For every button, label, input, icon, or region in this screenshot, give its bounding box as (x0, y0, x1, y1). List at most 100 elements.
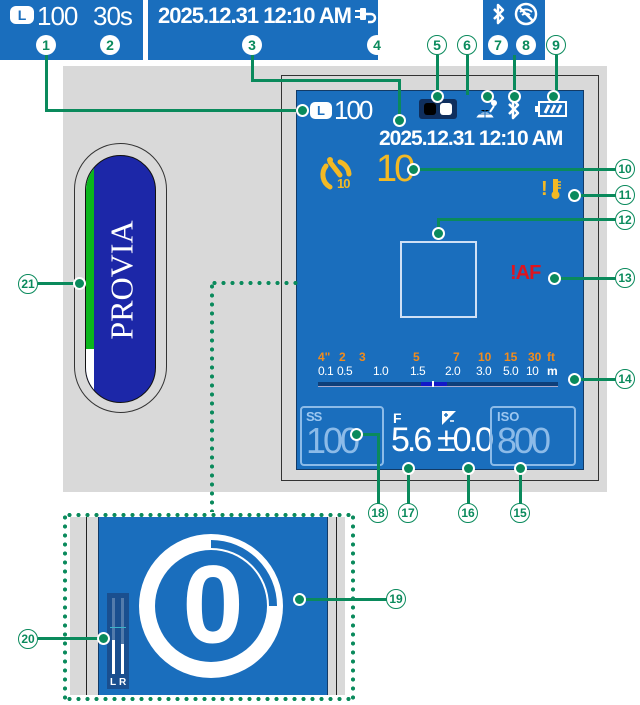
callout-21: 21 (18, 274, 38, 294)
leader-11-dot (568, 189, 581, 202)
ft-mark: 2 (339, 350, 346, 364)
leader-9 (555, 55, 558, 95)
leader-19 (298, 598, 388, 601)
countdown-ring (139, 534, 283, 678)
leader-16 (467, 466, 470, 504)
top-strip-panel-2 (148, 0, 378, 60)
ft-mark: 30 (528, 350, 542, 364)
leader-21 (38, 282, 78, 285)
temperature-warning-text: ! (541, 178, 548, 200)
ft-mark: 10 (478, 350, 492, 364)
audio-label-l: L (110, 677, 117, 688)
leader-18h (355, 433, 379, 436)
leader-20-dot (97, 632, 110, 645)
m-mark: 0.1 (318, 364, 334, 378)
callout-19: 19 (386, 589, 406, 609)
countdown-progress-arc (211, 540, 277, 606)
callout-3: 3 (242, 35, 262, 55)
leader-21-dot (73, 277, 86, 290)
m-mark: 2.0 (445, 364, 461, 378)
leader-12v (437, 218, 440, 232)
leader-20 (38, 637, 103, 640)
leader-3v (398, 79, 401, 119)
leader-12 (437, 218, 617, 221)
m-mark: 10 (526, 364, 539, 378)
leader-3h (251, 79, 401, 82)
m-mark: 1.0 (373, 364, 389, 378)
distance-scale-ft: 4" 2 3 5 7 10 15 30 ft (318, 350, 568, 364)
leader-15 (519, 466, 522, 504)
iso-box[interactable] (490, 406, 576, 466)
m-mark: 1.5 (410, 364, 426, 378)
leader-19-dot (293, 593, 306, 606)
ft-mark: 3 (359, 350, 366, 364)
image-size-value: 100 (37, 1, 78, 31)
bluetooth-icon-top (493, 3, 505, 25)
callout-16: 16 (458, 503, 478, 523)
leader-13 (553, 277, 616, 280)
film-sim-level-fill (86, 156, 94, 350)
callout-1: 1 (36, 35, 56, 55)
leader-10-dot (407, 163, 420, 176)
callout-15: 15 (510, 503, 530, 523)
callout-5: 5 (427, 35, 447, 55)
self-timer-badge: 10 (337, 176, 351, 191)
remaining-time: 30s (93, 1, 133, 31)
af-warning: !AF (510, 262, 541, 284)
lcd-datetime: 2025.12.31 12:10 AM (379, 127, 563, 150)
shutter-speed-box[interactable] (300, 406, 384, 466)
callout-14: 14 (615, 369, 635, 389)
callout-20: 20 (18, 629, 38, 649)
callout-17: 17 (398, 503, 418, 523)
leader-14 (573, 378, 616, 381)
ft-mark: 4" (318, 350, 331, 364)
callout-2: 2 (100, 35, 120, 55)
audio-label-r: R (119, 677, 127, 688)
leader-18v (377, 433, 380, 504)
audio-level-r (121, 643, 124, 674)
audio-level-l (112, 639, 115, 674)
detail-selection-bottom (65, 697, 354, 701)
m-mark: 3.0 (476, 364, 492, 378)
audio-level-meter: L R (107, 593, 129, 689)
film-sim-dial[interactable] (85, 155, 156, 403)
leader-16-dot (462, 462, 475, 475)
leader-1h (45, 109, 303, 112)
detail-selection-right (351, 513, 355, 701)
audio-channel-r (121, 598, 124, 674)
leader-10 (412, 168, 616, 171)
exposure-comp-value: ±0.0 (437, 421, 494, 459)
shutter-speed-value: 100 (306, 420, 360, 461)
callout-12: 12 (615, 210, 635, 230)
ft-mark: 5 (413, 350, 420, 364)
image-size-icon: L (10, 6, 34, 24)
callout-10: 10 (615, 159, 635, 179)
detail-frame-line-right (336, 517, 337, 695)
callout-8: 8 (516, 35, 536, 55)
leader-11 (573, 194, 616, 197)
ft-mark: 7 (453, 350, 460, 364)
focus-point-marker (432, 381, 434, 387)
detail-selection-top (65, 513, 354, 517)
detail-frame-line-left (86, 517, 87, 695)
power-plug-icon (355, 8, 377, 24)
iso-label: ISO (497, 409, 520, 424)
bluetooth-icon (508, 98, 520, 120)
aperture-label: F (393, 410, 402, 426)
leader-17 (407, 466, 410, 504)
lcd-image-size-value: 100 (334, 95, 373, 125)
leader-7 (513, 55, 516, 95)
wireless-off-icon (514, 2, 538, 26)
m-mark: m (547, 364, 558, 378)
leader-5 (436, 55, 439, 95)
leader-9-dot (547, 90, 560, 103)
leader-17-dot (402, 462, 415, 475)
exposure-comp-icon (442, 411, 456, 425)
audio-peak-line (110, 627, 126, 628)
datetime-top: 2025.12.31 12:10 AM (158, 3, 352, 28)
callout-4: 4 (367, 35, 387, 55)
self-timer-icon (320, 157, 352, 190)
thermometer-icon (551, 179, 561, 199)
shutter-speed-label: SS (306, 409, 322, 424)
film-sim-label: PROVIA (103, 220, 140, 340)
